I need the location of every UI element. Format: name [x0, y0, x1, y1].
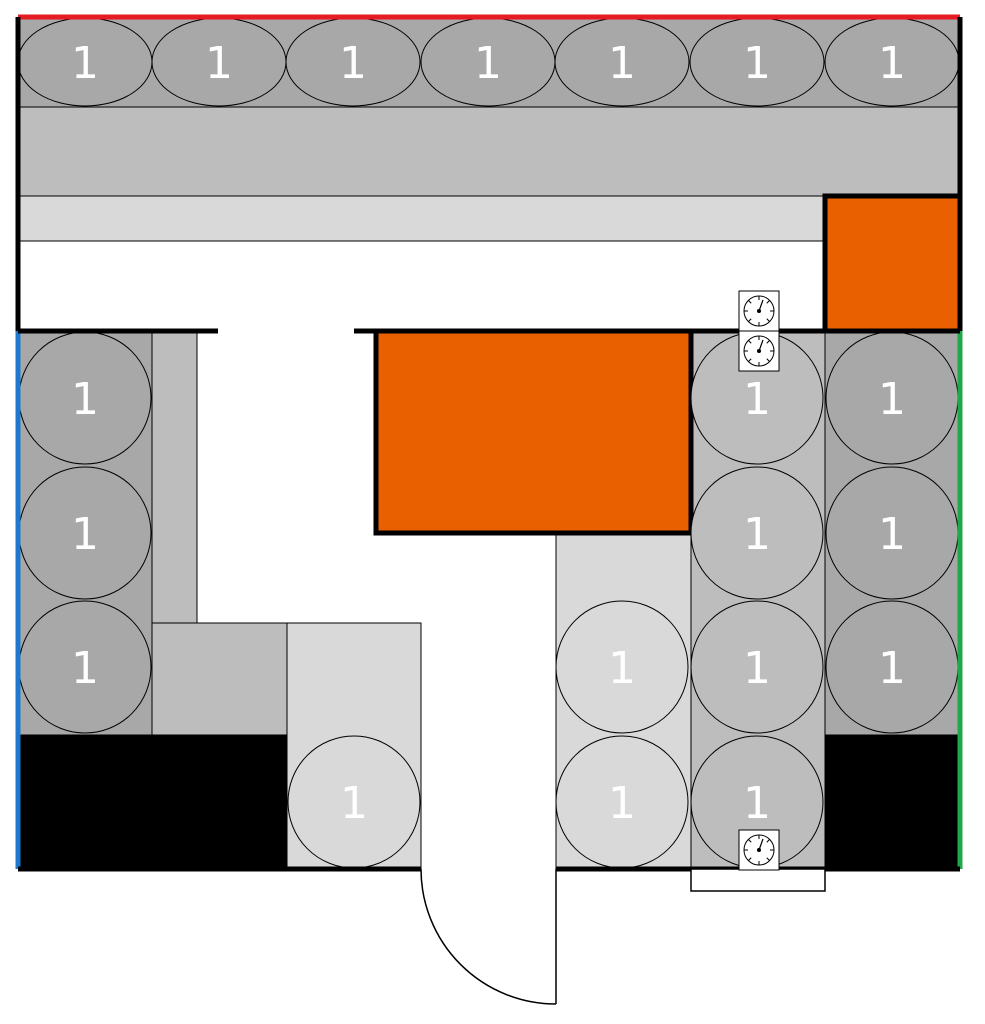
cell-label: 1 — [474, 38, 502, 89]
cell: 1 — [285, 17, 421, 107]
cell-label: 1 — [878, 374, 906, 425]
cell-label: 1 — [71, 643, 99, 694]
threshold-box — [690, 868, 826, 892]
cell: 1 — [18, 331, 152, 465]
cell-label: 1 — [743, 509, 771, 560]
cell-label: 1 — [878, 38, 906, 89]
orange-block-center — [373, 328, 694, 536]
cell-label: 1 — [71, 374, 99, 425]
orange-block-top-right — [822, 193, 963, 334]
cell-shape — [555, 600, 689, 734]
cell-label: 1 — [743, 643, 771, 694]
cell: 1 — [151, 17, 287, 107]
cell: 1 — [420, 17, 556, 107]
cell-label: 1 — [205, 38, 233, 89]
cell: 1 — [287, 735, 421, 869]
cell-label: 1 — [608, 38, 636, 89]
left-column-mid — [151, 330, 198, 624]
top-band-light — [17, 195, 825, 242]
left-lower-mid — [151, 622, 288, 736]
top-band-mid — [17, 106, 961, 197]
cell-label: 1 — [71, 38, 99, 89]
cell: 1 — [824, 17, 960, 107]
cell-label: 1 — [743, 374, 771, 425]
cell: 1 — [555, 735, 689, 869]
cell: 1 — [690, 735, 824, 869]
cell: 1 — [690, 331, 824, 465]
gauge-icon[interactable] — [738, 290, 780, 332]
cell: 1 — [825, 466, 959, 600]
cell-label: 1 — [743, 38, 771, 89]
cell-shape — [690, 600, 824, 734]
cell: 1 — [690, 466, 824, 600]
cell-label: 1 — [339, 38, 367, 89]
cell: 1 — [18, 600, 152, 734]
door-swing-arc — [420, 868, 557, 1005]
cell-label: 1 — [608, 643, 636, 694]
cell-label: 1 — [71, 509, 99, 560]
cell-label: 1 — [743, 778, 771, 829]
cell-shape — [690, 466, 824, 600]
cell: 1 — [825, 600, 959, 734]
black-block-left — [18, 735, 287, 869]
cell-label: 1 — [878, 643, 906, 694]
cell: 1 — [17, 17, 153, 107]
cell-label: 1 — [608, 778, 636, 829]
black-block-right — [825, 735, 960, 869]
cell-label: 1 — [878, 509, 906, 560]
cell: 1 — [825, 331, 959, 465]
cell: 1 — [690, 600, 824, 734]
cell: 1 — [555, 600, 689, 734]
cell: 1 — [554, 17, 690, 107]
cell: 1 — [18, 466, 152, 600]
cell: 1 — [689, 17, 825, 107]
cell-label: 1 — [340, 778, 368, 829]
gauge-icon[interactable] — [738, 330, 780, 372]
cell-group: 1 1 1 1 1 1 1 1 1 1 1 1 1 1 1 1 1 1 1 1 — [17, 17, 960, 869]
gauge-icon[interactable] — [738, 829, 780, 871]
